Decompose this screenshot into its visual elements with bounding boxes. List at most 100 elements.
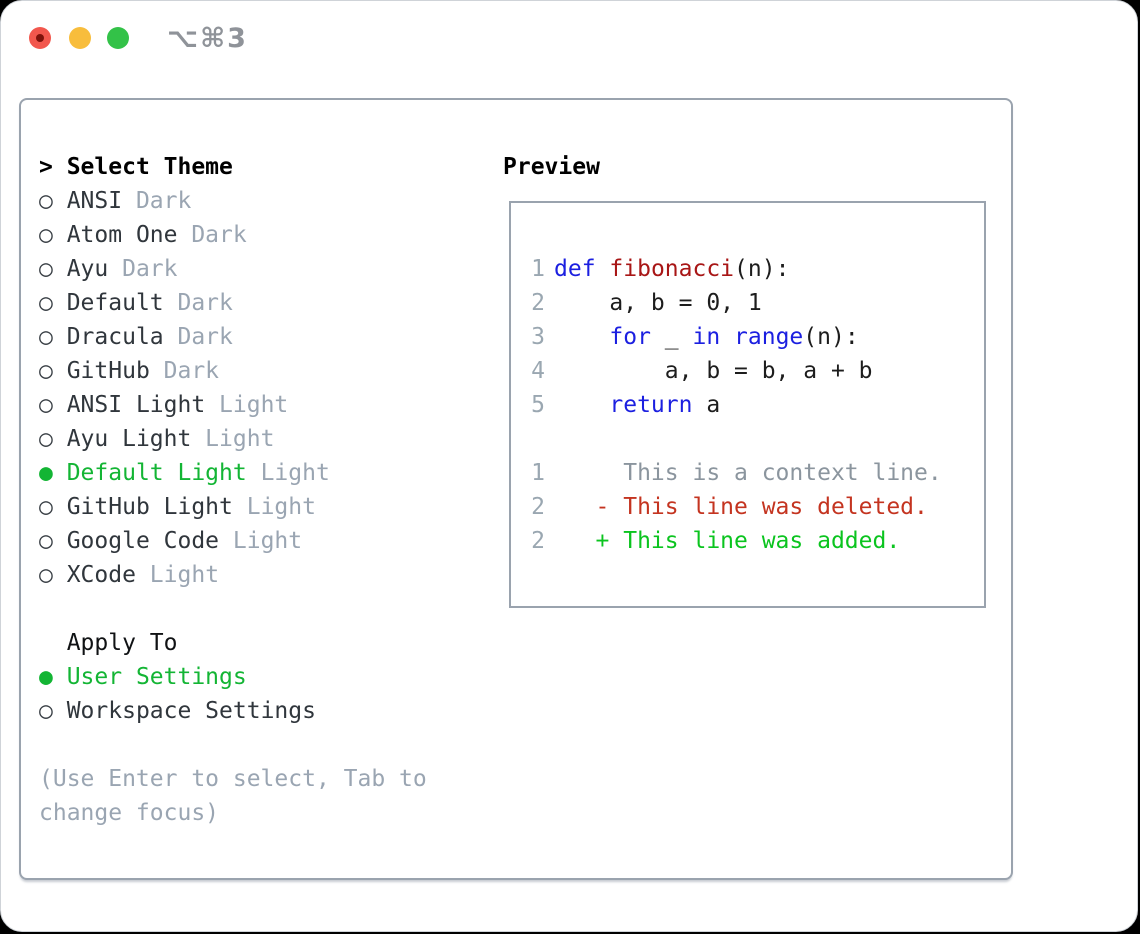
minimize-button-icon[interactable] — [69, 27, 91, 49]
theme-item-xcode[interactable]: ○ XCode Light — [39, 558, 484, 592]
theme-item-default[interactable]: ○ Default Dark — [39, 286, 484, 320]
theme-item-ansi[interactable]: ○ ANSI Dark — [39, 184, 484, 218]
keyboard-hint-text: (Use Enter to select, Tab to change focu… — [39, 766, 427, 826]
apply-to-title: Apply To — [66, 630, 178, 656]
code-token: This is a context line. — [554, 460, 942, 486]
theme-item-ayu-light[interactable]: ○ Ayu Light Light — [39, 422, 484, 456]
theme-item-github[interactable]: ○ GitHub Dark — [39, 354, 484, 388]
radio-unselected-icon: ○ — [39, 188, 67, 214]
code-line: 5 return a — [531, 388, 984, 422]
spacer — [39, 592, 484, 626]
apply-option-user-settings[interactable]: ● User Settings — [39, 660, 484, 694]
code-token: a, b = b, a + b — [554, 358, 873, 384]
theme-name: Default — [66, 290, 164, 316]
radio-unselected-icon: ○ — [39, 392, 67, 418]
theme-name: GitHub Light — [66, 494, 233, 520]
theme-name: Ayu Light — [66, 426, 192, 452]
preview-title: Preview — [503, 154, 600, 180]
theme-item-atom-one[interactable]: ○ Atom One Dark — [39, 218, 484, 252]
code-token: - This line was deleted. — [554, 494, 928, 520]
theme-variant: Dark — [177, 222, 247, 248]
code-token: def — [554, 256, 596, 282]
code-token — [554, 392, 609, 418]
apply-to-indent — [39, 630, 67, 656]
line-number: 1 — [531, 256, 545, 282]
code-token: range — [734, 324, 804, 350]
theme-item-google-code[interactable]: ○ Google Code Light — [39, 524, 484, 558]
code-token: in — [692, 324, 721, 350]
theme-name: Ayu — [66, 256, 109, 282]
theme-item-ayu[interactable]: ○ Ayu Dark — [39, 252, 484, 286]
line-number: 2 — [531, 494, 545, 520]
theme-variant: Light — [205, 392, 289, 418]
diff-context-line: 1 This is a context line. — [531, 456, 984, 490]
theme-picker-left-column: > Select Theme ○ ANSI Dark○ Atom One Dar… — [39, 150, 484, 830]
line-number: 5 — [531, 392, 545, 418]
theme-variant: Light — [246, 460, 330, 486]
code-token: (n): — [803, 324, 859, 350]
theme-item-default-light[interactable]: ● Default Light Light — [39, 456, 484, 490]
theme-name: Default Light — [66, 460, 247, 486]
theme-name: ANSI Light — [66, 392, 206, 418]
diff-deleted-line: 2 - This line was deleted. — [531, 490, 984, 524]
apply-to-list: ● User Settings○ Workspace Settings — [39, 660, 484, 728]
diff-added-line: 2 + This line was added. — [531, 524, 984, 558]
theme-name: GitHub — [66, 358, 150, 384]
line-number: 3 — [531, 324, 545, 350]
theme-variant: Light — [219, 528, 303, 554]
theme-picker-panel: > Select Theme ○ ANSI Dark○ Atom One Dar… — [19, 98, 1013, 880]
theme-variant: Dark — [163, 290, 233, 316]
apply-to-header: Apply To — [39, 626, 484, 660]
radio-unselected-icon: ○ — [39, 290, 67, 316]
titlebar: ⌥⌘3 — [1, 1, 1137, 77]
radio-unselected-icon: ○ — [39, 358, 67, 384]
radio-unselected-icon: ○ — [39, 698, 67, 724]
theme-variant: Light — [232, 494, 316, 520]
radio-unselected-icon: ○ — [39, 222, 67, 248]
theme-variant: Light — [191, 426, 275, 452]
line-number: 2 — [531, 290, 545, 316]
blank-line — [531, 422, 984, 456]
prompt-caret-icon: > — [39, 154, 67, 180]
code-token: a, b = 0, 1 — [554, 290, 762, 316]
apply-option-label: User Settings — [66, 664, 247, 690]
theme-variant: Dark — [108, 256, 178, 282]
theme-variant: Dark — [163, 324, 233, 350]
spacer — [39, 728, 484, 762]
code-token: return — [609, 392, 693, 418]
theme-item-dracula[interactable]: ○ Dracula Dark — [39, 320, 484, 354]
line-number: 1 — [531, 460, 545, 486]
code-token: _ — [650, 324, 693, 350]
radio-unselected-icon: ○ — [39, 528, 67, 554]
select-theme-title: Select Theme — [66, 154, 233, 180]
zoom-button-icon[interactable] — [107, 27, 129, 49]
code-token — [720, 324, 734, 350]
theme-name: Atom One — [66, 222, 178, 248]
theme-variant: Dark — [122, 188, 192, 214]
code-token: + This line was added. — [554, 528, 901, 554]
window-shortcut-label: ⌥⌘3 — [167, 23, 248, 54]
theme-list: ○ ANSI Dark○ Atom One Dark○ Ayu Dark○ De… — [39, 184, 484, 592]
line-number: 4 — [531, 358, 545, 384]
apply-option-workspace-settings[interactable]: ○ Workspace Settings — [39, 694, 484, 728]
code-token — [554, 324, 609, 350]
radio-unselected-icon: ○ — [39, 426, 67, 452]
theme-name: XCode — [66, 562, 136, 588]
theme-name: Dracula — [66, 324, 164, 350]
code-token: fibonacci — [609, 256, 735, 282]
code-line: 2 a, b = 0, 1 — [531, 286, 984, 320]
code-line: 3 for _ in range(n): — [531, 320, 984, 354]
code-token — [596, 256, 610, 282]
radio-unselected-icon: ○ — [39, 256, 67, 282]
theme-item-ansi-light[interactable]: ○ ANSI Light Light — [39, 388, 484, 422]
radio-unselected-icon: ○ — [39, 562, 67, 588]
theme-name: Google Code — [66, 528, 220, 554]
radio-unselected-icon: ○ — [39, 494, 67, 520]
theme-name: ANSI — [66, 188, 123, 214]
close-button-icon[interactable] — [29, 27, 51, 49]
radio-selected-icon: ● — [39, 664, 67, 690]
theme-variant: Light — [135, 562, 220, 588]
theme-item-github-light[interactable]: ○ GitHub Light Light — [39, 490, 484, 524]
radio-selected-icon: ● — [39, 460, 67, 486]
